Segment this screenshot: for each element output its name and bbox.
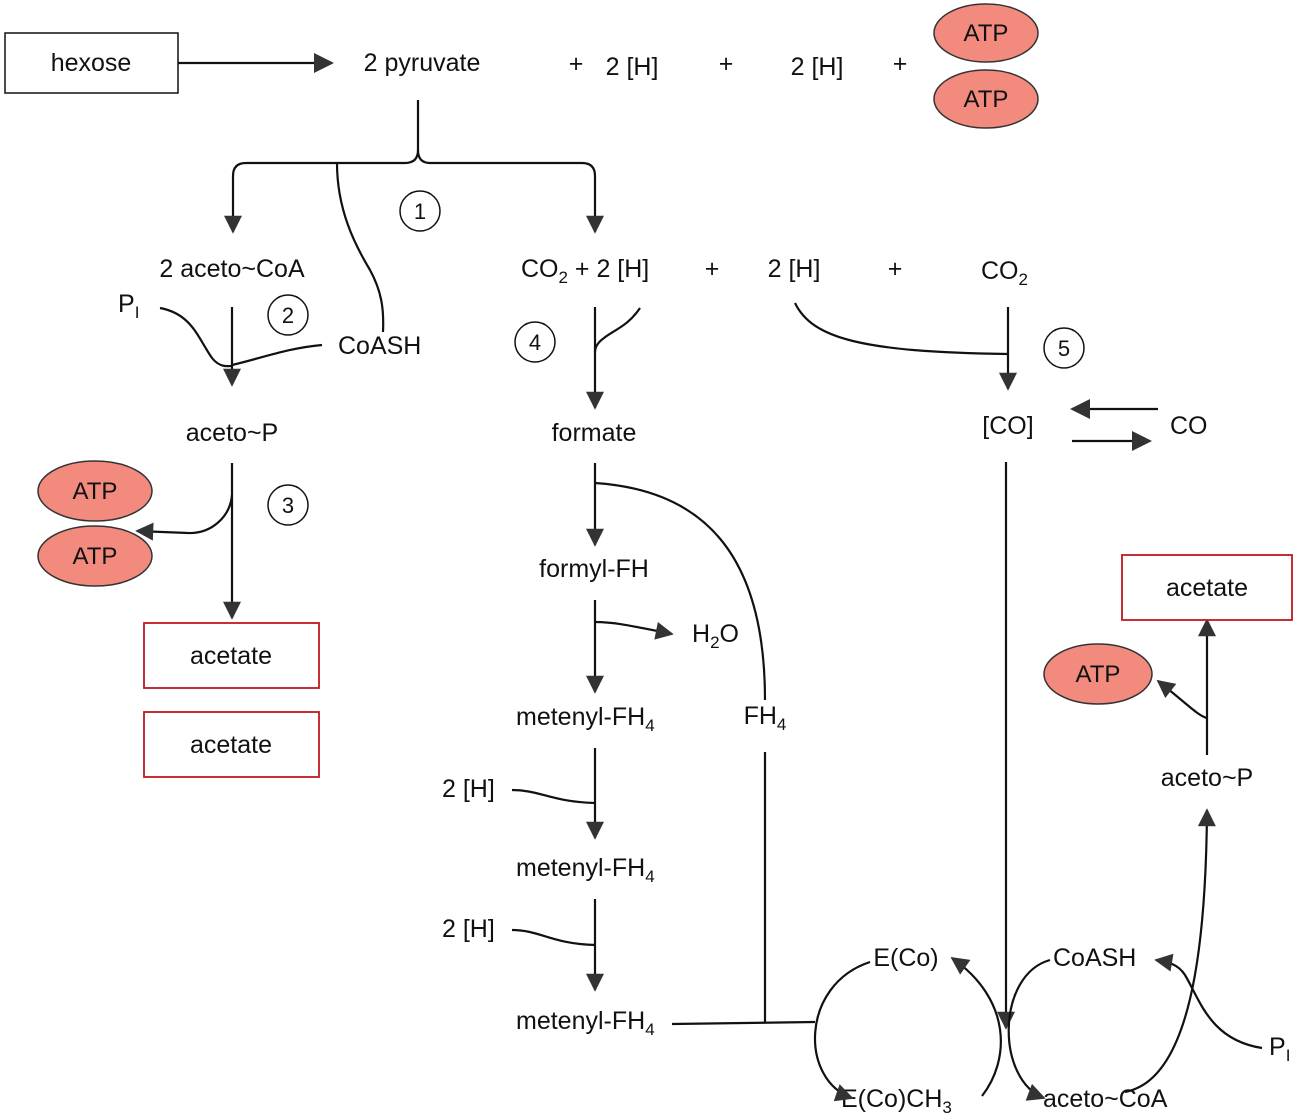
step-number-circle [514, 321, 556, 363]
acetate-box [143, 622, 320, 689]
pi-label: PI [118, 290, 139, 322]
coash-label: CoASH [338, 332, 421, 360]
aceto-p-label: aceto~P [186, 419, 278, 447]
plus-sign: + [888, 255, 903, 283]
metenyl-fh4-label: metenyl-FH4 [516, 1007, 655, 1039]
atp-release-arrow [135, 494, 234, 541]
h2o-label: H2O [692, 620, 739, 652]
atp-label: ATP [964, 20, 1009, 47]
formyl-fh-label: formyl-FH [539, 555, 649, 583]
atp-ellipse [1043, 643, 1153, 705]
atp-release-arrow [1156, 679, 1208, 720]
step-number-circle [1043, 327, 1085, 369]
co2-label: CO2 [981, 257, 1028, 289]
metenyl-to-eco-line [671, 1020, 816, 1026]
atp-label: ATP [73, 543, 118, 570]
ecoch3-label: E(Co)CH3 [841, 1085, 952, 1117]
hydrogen-label: 2 [H] [442, 775, 495, 803]
step-number: 3 [282, 493, 294, 518]
metenyl-fh4-label: metenyl-FH4 [516, 854, 655, 886]
plus-sign: + [893, 50, 908, 78]
aceto-p-label: aceto~P [1161, 764, 1253, 792]
aceto-coa-to-aceto-p-arrow [1124, 808, 1216, 1094]
hexose-box [4, 32, 179, 94]
hydrogen-uptake-curve [511, 928, 596, 947]
metenyl-fh4-label: metenyl-FH4 [516, 703, 655, 735]
pi-uptake-curve [159, 306, 233, 368]
step-number: 4 [529, 330, 541, 355]
acetate-label: acetate [190, 731, 272, 759]
hydrogen-label: 2 [H] [768, 255, 821, 283]
hydrogen-uptake-curve [794, 302, 1009, 356]
step-number-circle [267, 294, 309, 336]
aceto-coa-label: 2 aceto~CoA [159, 255, 305, 283]
branch-left-arrow [224, 161, 405, 234]
eco-regeneration-arrow [950, 956, 1002, 1097]
coash-to-aceto-coa-arrow [1007, 958, 1051, 1101]
acetate-box [143, 711, 320, 778]
water-release-arrow [594, 620, 674, 640]
atp-ellipse [933, 3, 1039, 63]
hydrogen-label: 2 [H] [606, 53, 659, 81]
coash-release-curve [231, 343, 323, 367]
co-bracket-label: [CO] [982, 412, 1033, 440]
co-label: CO [1170, 412, 1208, 440]
atp-label: ATP [1076, 661, 1121, 688]
atp-ellipse [37, 525, 153, 587]
step-number: 5 [1058, 336, 1070, 361]
plus-sign: + [569, 50, 584, 78]
coash-label: CoASH [1053, 944, 1136, 972]
eco-methylation-arrow [813, 960, 871, 1102]
branch-right-arrow [430, 161, 604, 234]
pyruvate-stem [404, 100, 420, 165]
hydrogen-uptake-curve [511, 788, 596, 805]
acetate-label: acetate [1166, 574, 1248, 602]
plus-sign: + [719, 50, 734, 78]
co2-plus-h-label: CO2 + 2 [H] [521, 255, 649, 287]
fh4-label: FH4 [744, 702, 787, 734]
pi-label: PI [1269, 1033, 1290, 1065]
acetate-label: acetate [190, 642, 272, 670]
atp-label: ATP [73, 478, 118, 505]
coash-release-arrow [1154, 953, 1263, 1050]
step-number-circle [267, 484, 309, 526]
step-number-circle [399, 190, 441, 232]
plus-sign: + [705, 255, 720, 283]
acetate-box [1121, 554, 1293, 621]
hexose-label: hexose [51, 49, 132, 77]
step-number: 2 [282, 303, 294, 328]
aceto-coa-label: aceto~CoA [1043, 1085, 1168, 1113]
atp-label: ATP [964, 86, 1009, 113]
hydrogen-uptake-curve [593, 307, 641, 353]
coash-curve [335, 162, 385, 333]
pyruvate-label: 2 pyruvate [364, 49, 481, 77]
hydrogen-label: 2 [H] [791, 53, 844, 81]
formate-label: formate [552, 419, 637, 447]
eco-label: E(Co) [873, 944, 938, 972]
atp-ellipse [37, 460, 153, 522]
fh4-uptake-curve [594, 481, 767, 701]
step-number: 1 [414, 199, 426, 224]
atp-ellipse [933, 69, 1039, 129]
hydrogen-label: 2 [H] [442, 915, 495, 943]
